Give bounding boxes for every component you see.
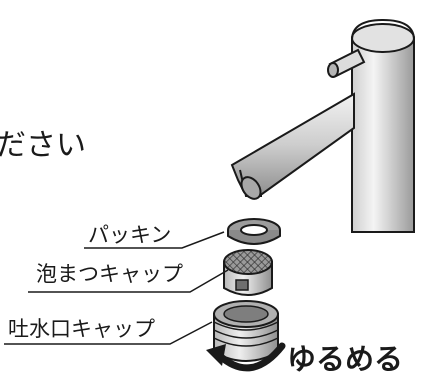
foam-cap-label: 泡まつキャップ	[36, 262, 183, 286]
gasket-label: パッキン	[88, 223, 172, 247]
loosen-arrow-icon	[206, 342, 286, 372]
loosen-label: ゆるめる	[287, 342, 404, 376]
leader-lines	[4, 231, 229, 345]
faucet-spout	[230, 92, 355, 200]
foam-cap-part	[223, 249, 273, 296]
spout-cap-label: 吐水口キャップ	[8, 317, 155, 341]
faucet-body	[351, 18, 415, 233]
gasket-part	[227, 218, 281, 245]
faucet-lever	[327, 48, 366, 78]
instruction-heading: ださい	[0, 128, 86, 163]
spout-cap-part	[213, 300, 279, 362]
